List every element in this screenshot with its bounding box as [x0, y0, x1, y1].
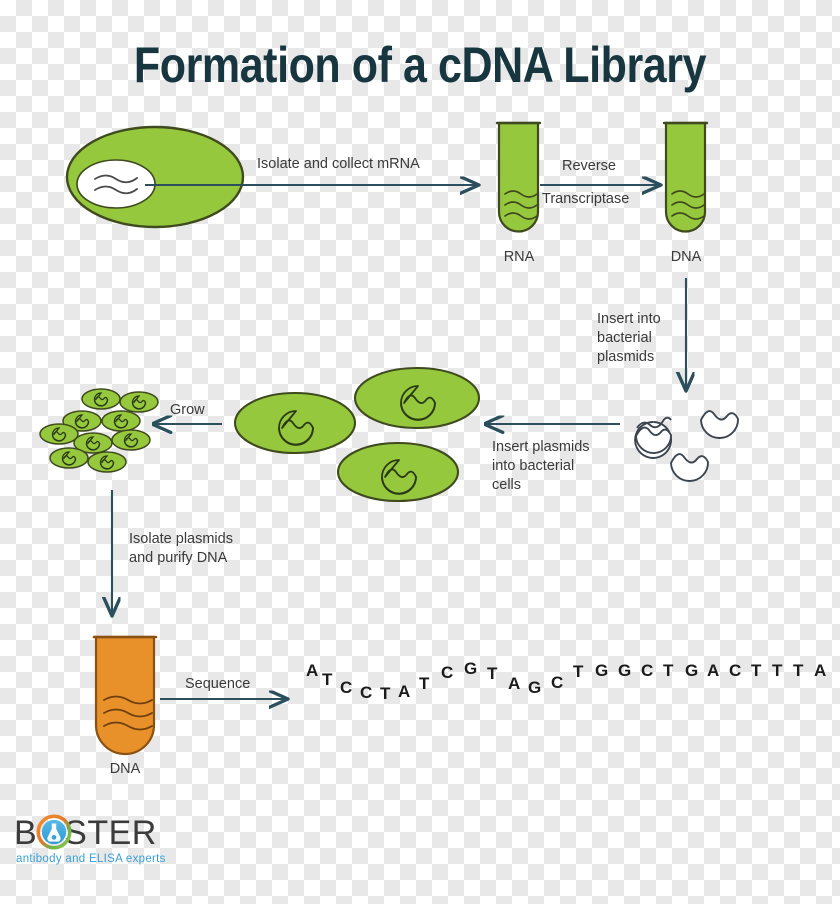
dna-test-tube [662, 121, 709, 233]
colony-cell [111, 429, 151, 451]
free-plasmid [634, 416, 673, 459]
label-insert-into-plasmids: Insert into bacterial plasmids [597, 311, 661, 365]
sequence-letter: C [729, 661, 742, 680]
free-plasmid [700, 410, 739, 439]
sequence-letter: G [595, 661, 609, 680]
bacterial-cell-with-plasmid [336, 441, 460, 503]
sequence-letter: T [380, 684, 391, 703]
boster-logo[interactable]: BOSTER antibody and ELISA experts [14, 808, 179, 876]
sequence-letter: G [528, 678, 542, 697]
label-purified-dna-tube: DNA [109, 761, 141, 777]
page-title: Formation of a cDNA Library [133, 37, 707, 93]
bacterial-cell-with-plasmid [233, 391, 357, 455]
label-reverse: Reverse [562, 158, 616, 174]
bacterial-cell-with-plasmid [353, 366, 481, 430]
nucleus-mrna-strand [94, 174, 138, 184]
colony-cell [81, 388, 121, 410]
label-grow: Grow [170, 402, 205, 418]
sequence-letter: T [772, 661, 783, 680]
sequence-letter: A [306, 661, 319, 680]
colony-cell [101, 410, 141, 432]
sequence-letter: A [508, 674, 521, 693]
sequence-letter: T [793, 661, 804, 680]
free-plasmid [670, 453, 709, 482]
label-dna-tube: DNA [670, 249, 702, 265]
sequence-letter: A [707, 661, 720, 680]
label-insert-into-cells: Insert plasmids into bacterial cells [492, 439, 590, 493]
sequence-letter: A [814, 661, 827, 680]
purified-dna-test-tube [92, 635, 158, 756]
label-isolate-mrna: Isolate and collect mRNA [257, 156, 420, 172]
sequence-letter: G [618, 661, 632, 680]
eukaryotic-cell [65, 125, 245, 229]
sequence-letter: C [340, 678, 353, 697]
sequence-letter: C [441, 663, 454, 682]
colony-cell [119, 391, 159, 413]
sequence-letter: C [641, 661, 654, 680]
label-sequence: Sequence [185, 676, 251, 692]
label-isolate-purify: Isolate plasmids and purify DNA [129, 531, 233, 566]
sequence-letter: T [663, 661, 674, 680]
bacterial-colony [39, 388, 159, 473]
sequence-letter: T [751, 661, 762, 680]
sequence-letter: C [360, 683, 373, 702]
sequence-letter: G [464, 659, 478, 678]
flask-in-circle-icon [36, 814, 72, 850]
logo-wordmark: BOSTER [14, 814, 157, 853]
sequence-letter: C [551, 673, 564, 692]
nucleus-mrna-strand [94, 185, 138, 195]
logo-word-left: B [14, 814, 38, 852]
sequence-letter: T [419, 674, 430, 693]
colony-cell [39, 423, 79, 445]
sequence-letter: T [487, 664, 498, 683]
colony-cell [49, 447, 89, 469]
cell-nucleus [76, 159, 156, 209]
sequence-letter: G [685, 661, 699, 680]
label-transcriptase: Transcriptase [542, 191, 630, 207]
logo-word-right: STER [64, 814, 157, 852]
colony-cell [62, 410, 102, 432]
sequence-letter: T [322, 670, 333, 689]
sequence-letter: A [398, 682, 411, 701]
logo-tagline: antibody and ELISA experts [16, 853, 166, 865]
colony-cell [87, 451, 127, 473]
sequence-letter: T [573, 662, 584, 681]
label-rna-tube: RNA [503, 249, 535, 265]
rna-test-tube [495, 121, 542, 233]
